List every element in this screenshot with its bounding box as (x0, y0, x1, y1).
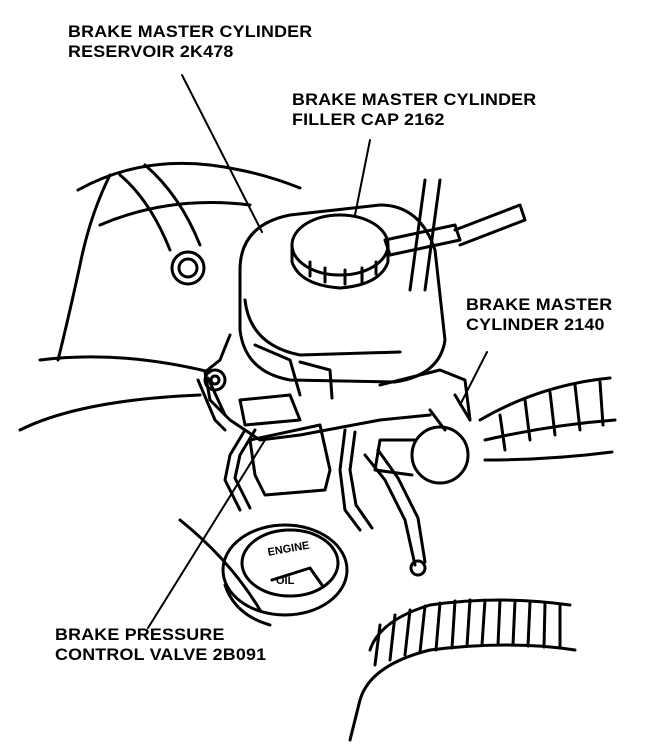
oil-filler-cap (221, 523, 349, 617)
brake-line-right (363, 448, 427, 567)
label-pressure-valve-line1: BRAKE PRESSURE (55, 625, 225, 644)
master-cylinder-port (410, 425, 470, 485)
leader-master-cylinder (459, 351, 488, 406)
label-master-cylinder: BRAKE MASTER CYLINDER 2140 (466, 295, 612, 335)
hose-fitting (170, 250, 206, 286)
label-filler-cap: BRAKE MASTER CYLINDER FILLER CAP 2162 (292, 90, 536, 130)
pressure-control-valve (248, 423, 332, 497)
label-filler-cap-line1: BRAKE MASTER CYLINDER (292, 90, 537, 109)
firewall-contour (76, 161, 302, 227)
brake-line-front (338, 428, 374, 532)
booster-bellows (478, 376, 617, 462)
leader-pressure-valve (147, 439, 266, 629)
leader-filler-cap (354, 139, 371, 216)
oil-cap-bottom-text: OIL (276, 575, 295, 587)
label-reservoir-line2: RESERVOIR 2K478 (68, 42, 234, 61)
label-master-cylinder-line1: BRAKE MASTER (466, 295, 613, 314)
label-reservoir: BRAKE MASTER CYLINDER RESERVOIR 2K478 (68, 22, 312, 62)
master-cylinder-body (203, 333, 432, 442)
label-filler-cap-line2: FILLER CAP 2162 (292, 110, 445, 129)
brace-rod (408, 178, 442, 292)
label-pressure-valve: BRAKE PRESSURE CONTROL VALVE 2B091 (55, 625, 266, 665)
label-pressure-valve-line2: CONTROL VALVE 2B091 (55, 645, 267, 664)
oil-cap-top-text: ENGINE (267, 540, 311, 559)
vacuum-hose (118, 163, 202, 252)
label-reservoir-line1: BRAKE MASTER CYLINDER (68, 22, 313, 41)
body-panel-edge (56, 173, 112, 362)
reservoir-body (238, 203, 447, 384)
label-master-cylinder-line2: CYLINDER 2140 (466, 315, 605, 334)
brake-line-left (223, 428, 257, 512)
filler-cap (290, 213, 390, 277)
throttle-cable (453, 203, 527, 247)
leader-reservoir (181, 74, 263, 233)
